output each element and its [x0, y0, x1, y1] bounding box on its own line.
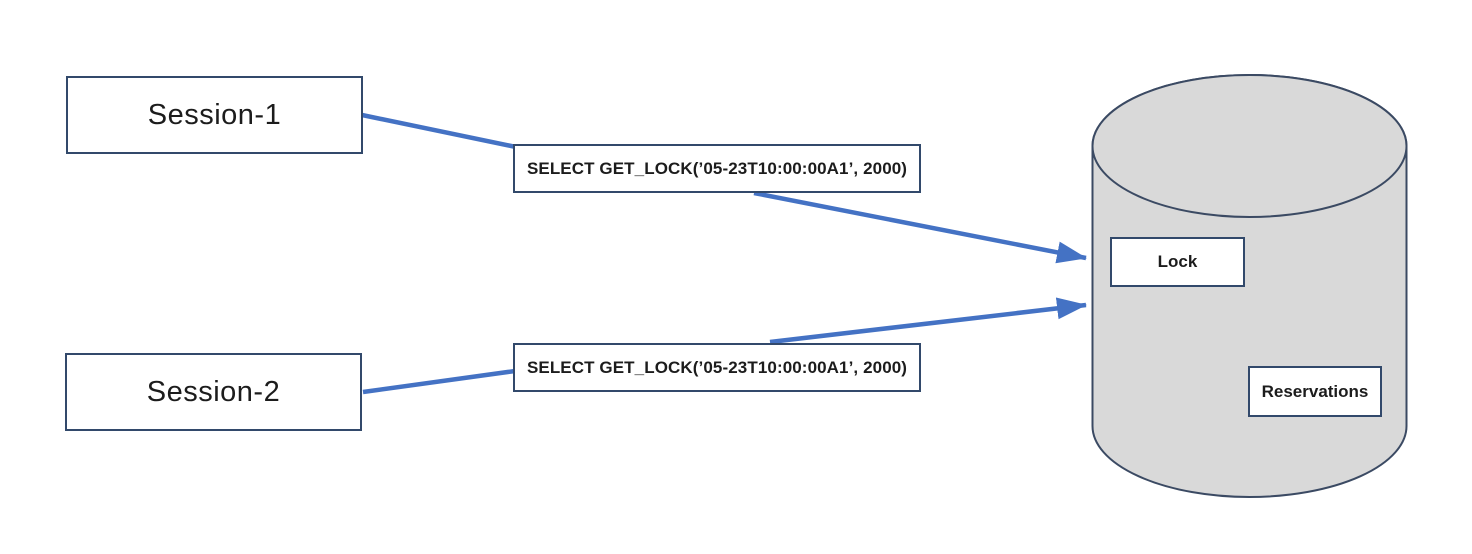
get-lock-query-2-text: SELECT GET_LOCK(’05-23T10:00:00A1’, 2000… [526, 357, 908, 377]
database-cylinder-top [1091, 74, 1408, 218]
arrow-query2-database [769, 297, 1087, 345]
reservations-table-box: Reservations [1248, 366, 1382, 417]
get-lock-query-2-box: SELECT GET_LOCK(’05-23T10:00:00A1’, 2000… [513, 343, 921, 392]
get-lock-query-1-text: SELECT GET_LOCK(’05-23T10:00:00A1’, 2000… [526, 158, 908, 178]
reservations-table-label: Reservations [1261, 381, 1369, 401]
get-lock-query-1-box: SELECT GET_LOCK(’05-23T10:00:00A1’, 2000… [513, 144, 921, 193]
session-1-label: Session-1 [147, 98, 282, 131]
connector-session2-query2 [362, 368, 516, 395]
connector-session1-query1 [361, 112, 517, 150]
session-2-box: Session-2 [65, 353, 362, 431]
session-1-box: Session-1 [66, 76, 363, 154]
lock-table-label: Lock [1157, 252, 1198, 271]
session-2-label: Session-2 [146, 375, 281, 408]
arrow-query1-database [753, 190, 1087, 264]
lock-table-box: Lock [1110, 237, 1245, 287]
